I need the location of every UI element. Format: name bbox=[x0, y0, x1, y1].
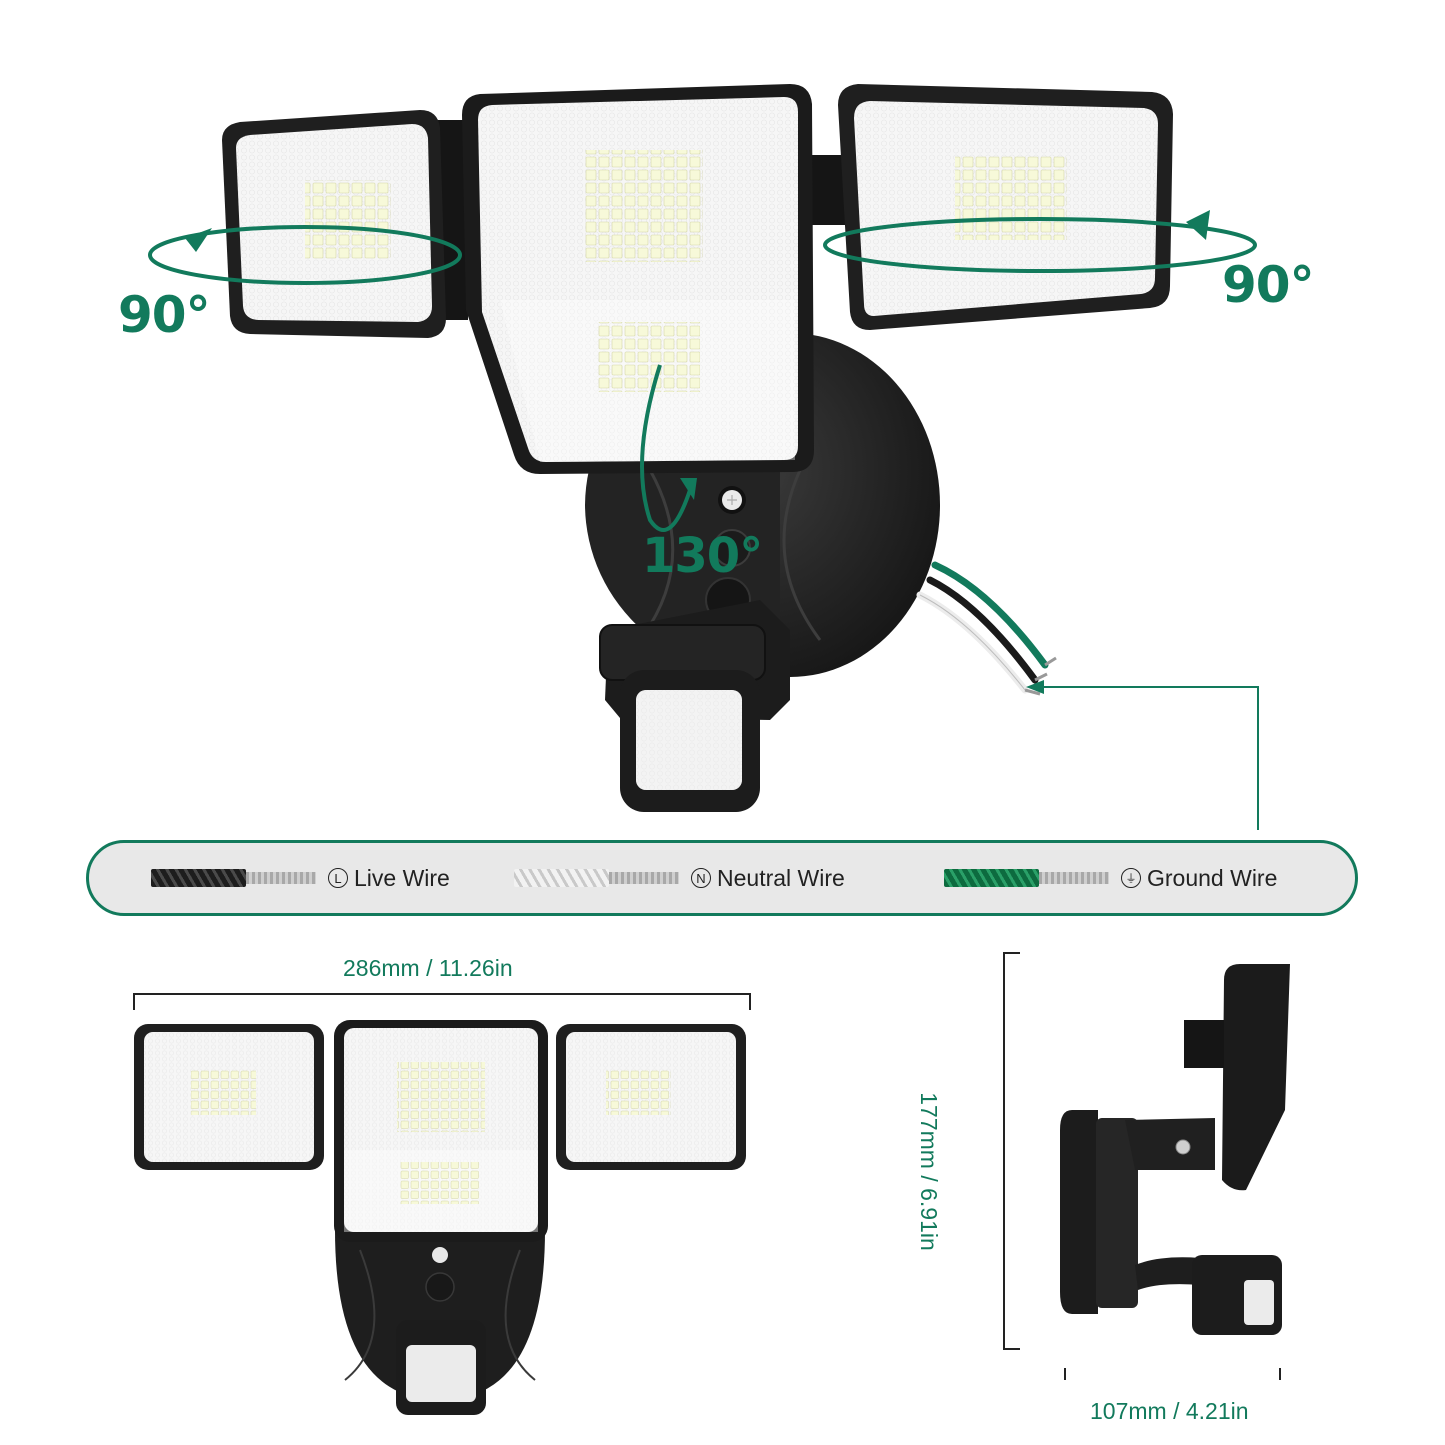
center-rotation-arrow bbox=[640, 364, 692, 532]
neutral-wire-swatch bbox=[514, 869, 679, 887]
wiring-legend: L Live Wire N Neutral Wire ⏚ Ground Wire bbox=[86, 840, 1358, 916]
side-mounting-plate bbox=[1060, 1110, 1098, 1314]
width-dimension-line bbox=[133, 993, 751, 1010]
ground-symbol-icon: ⏚ bbox=[1121, 868, 1141, 888]
center-rotation-angle: 130° bbox=[642, 528, 763, 584]
neutral-symbol-icon: N bbox=[691, 868, 711, 888]
left-light-head bbox=[222, 110, 446, 338]
live-wire-label: Live Wire bbox=[354, 864, 450, 891]
live-symbol-icon: L bbox=[328, 868, 348, 888]
legend-item-live: L Live Wire bbox=[151, 843, 450, 913]
left-rotation-arrow bbox=[148, 225, 462, 285]
wire-callout-line bbox=[1040, 686, 1259, 830]
left-rotation-angle: 90° bbox=[118, 286, 211, 344]
depth-dimension-label: 107mm / 4.21in bbox=[1090, 1398, 1249, 1424]
front-mounting-base bbox=[335, 1230, 545, 1400]
perspective-view: 90° 90° 130° bbox=[118, 84, 1315, 830]
width-dimension-label: 286mm / 11.26in bbox=[343, 955, 513, 981]
right-light-head bbox=[838, 84, 1173, 330]
front-view-illustration bbox=[133, 993, 751, 1415]
perspective-product-illustration bbox=[148, 84, 1259, 830]
ground-wire-swatch bbox=[944, 869, 1109, 887]
live-wire-swatch bbox=[151, 869, 316, 887]
center-light-head bbox=[462, 84, 814, 474]
height-dimension-label: 177mm / 6.91in bbox=[915, 1092, 942, 1251]
right-rotation-arrow bbox=[823, 217, 1257, 273]
legend-item-ground: ⏚ Ground Wire bbox=[944, 843, 1277, 913]
right-rotation-angle: 90° bbox=[1222, 256, 1315, 314]
ground-wire-label: Ground Wire bbox=[1147, 864, 1278, 891]
side-view-illustration bbox=[1003, 952, 1290, 1380]
height-dimension-line bbox=[1003, 952, 1020, 1350]
side-light-head bbox=[1222, 964, 1290, 1191]
neutral-wire-label: Neutral Wire bbox=[717, 864, 845, 891]
legend-item-neutral: N Neutral Wire bbox=[514, 843, 845, 913]
depth-dimension-line bbox=[1064, 1368, 1281, 1380]
